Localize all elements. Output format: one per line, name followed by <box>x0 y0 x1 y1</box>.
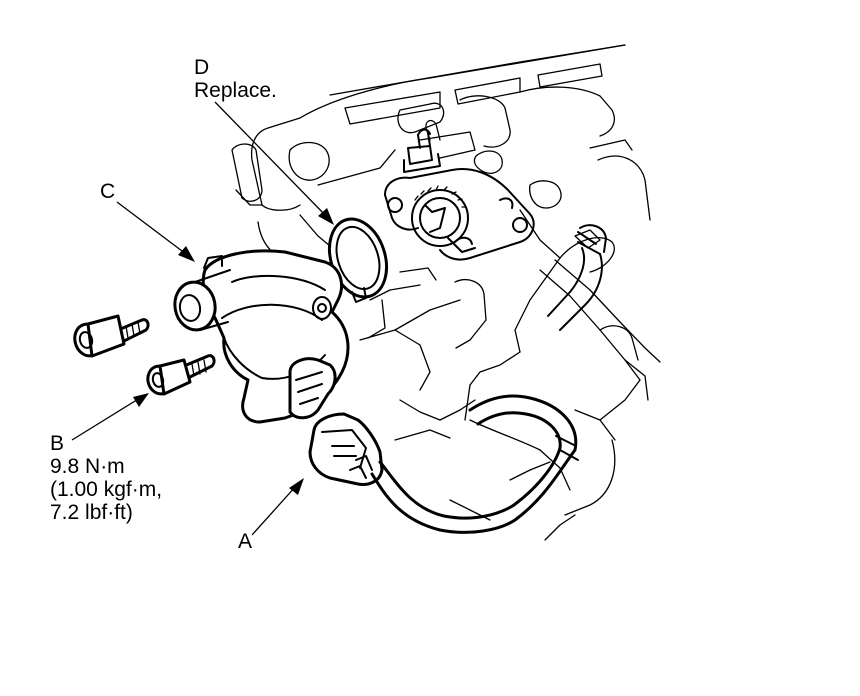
label-d-note: Replace. <box>194 79 277 102</box>
label-c: C <box>100 180 116 203</box>
label-a: A <box>238 530 253 553</box>
valve-c <box>173 249 350 424</box>
leader-d <box>214 101 334 225</box>
leader-c <box>116 201 195 262</box>
bolt-lower <box>146 354 216 396</box>
leader-a <box>251 478 304 536</box>
label-b-torque-lbf: 7.2 lbf·ft) <box>50 501 133 524</box>
label-b-torque-kgf: (1.00 kgf·m, <box>50 478 163 501</box>
connector-a <box>308 394 579 534</box>
label-b-torque-nm: 9.8 N·m <box>50 455 125 478</box>
hose <box>547 224 607 331</box>
label-d: D <box>194 56 210 79</box>
mounting-boss <box>384 128 535 261</box>
label-b: B <box>50 432 65 455</box>
leader-b <box>71 393 149 441</box>
bolt-upper <box>73 314 150 358</box>
